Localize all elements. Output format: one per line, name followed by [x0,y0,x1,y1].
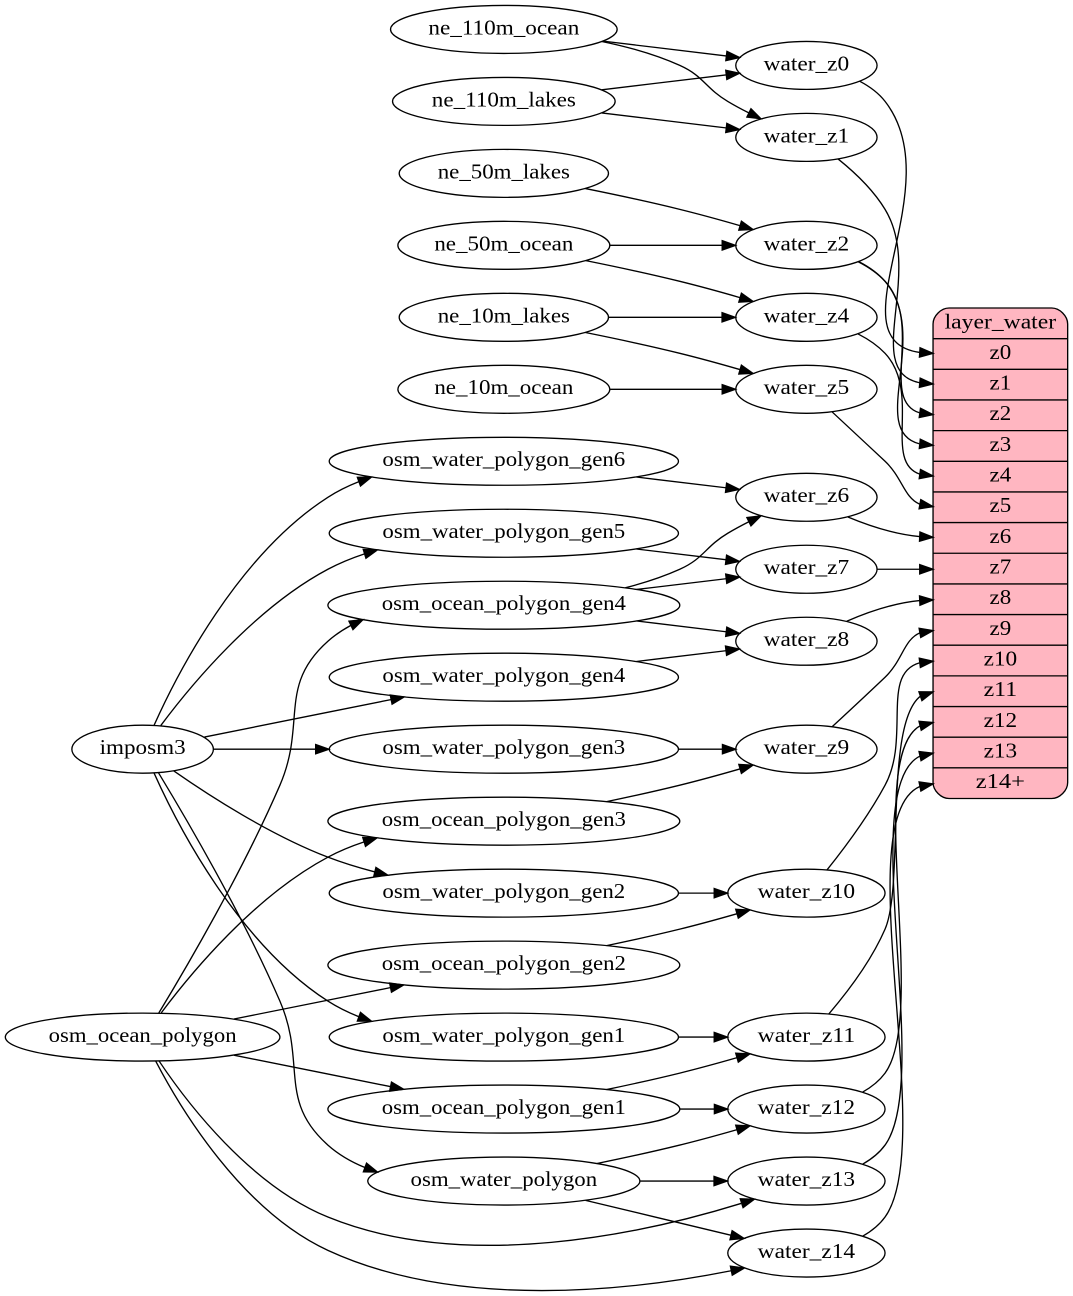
svg-text:ne_50m_ocean: ne_50m_ocean [434,231,574,255]
svg-text:osm_water_polygon_gen2: osm_water_polygon_gen2 [382,879,625,903]
svg-text:water_z10: water_z10 [758,879,855,903]
svg-text:water_z14: water_z14 [758,1239,856,1263]
svg-text:osm_ocean_polygon_gen2: osm_ocean_polygon_gen2 [382,951,626,975]
svg-text:water_z6: water_z6 [764,483,850,507]
svg-text:ne_110m_lakes: ne_110m_lakes [432,87,576,111]
svg-text:z1: z1 [990,371,1012,395]
svg-text:ne_10m_ocean: ne_10m_ocean [434,375,574,399]
svg-text:osm_water_polygon_gen5: osm_water_polygon_gen5 [382,519,625,543]
svg-text:ne_50m_lakes: ne_50m_lakes [438,159,570,183]
svg-text:z5: z5 [990,493,1012,517]
svg-text:osm_ocean_polygon_gen1: osm_ocean_polygon_gen1 [382,1095,626,1119]
svg-text:water_z2: water_z2 [764,231,850,255]
svg-text:water_z1: water_z1 [764,123,850,147]
svg-text:osm_ocean_polygon_gen3: osm_ocean_polygon_gen3 [382,807,626,831]
svg-text:z6: z6 [990,524,1012,548]
svg-text:osm_water_polygon_gen6: osm_water_polygon_gen6 [382,447,625,471]
svg-text:water_z11: water_z11 [758,1023,855,1047]
svg-text:osm_ocean_polygon: osm_ocean_polygon [49,1023,238,1047]
svg-text:osm_water_polygon_gen3: osm_water_polygon_gen3 [382,735,625,759]
svg-text:water_z12: water_z12 [758,1095,855,1119]
svg-text:z4: z4 [990,463,1012,487]
svg-text:z7: z7 [990,555,1012,579]
svg-text:z9: z9 [990,616,1012,640]
svg-text:imposm3: imposm3 [100,735,186,759]
svg-text:water_z8: water_z8 [764,627,850,651]
svg-text:osm_water_polygon: osm_water_polygon [411,1167,598,1191]
svg-text:z3: z3 [990,432,1012,456]
svg-text:water_z0: water_z0 [764,51,850,75]
svg-text:z10: z10 [984,646,1018,670]
svg-text:z13: z13 [984,738,1018,762]
svg-text:water_z4: water_z4 [764,303,850,327]
svg-text:osm_ocean_polygon_gen4: osm_ocean_polygon_gen4 [382,591,627,615]
svg-text:water_z13: water_z13 [758,1167,855,1191]
svg-text:z2: z2 [990,401,1012,425]
svg-text:layer_water: layer_water [945,309,1057,333]
svg-text:water_z5: water_z5 [764,375,850,399]
svg-text:osm_water_polygon_gen1: osm_water_polygon_gen1 [382,1023,625,1047]
svg-text:osm_water_polygon_gen4: osm_water_polygon_gen4 [382,663,625,687]
svg-text:z14+: z14+ [976,769,1025,793]
svg-text:ne_110m_ocean: ne_110m_ocean [428,15,580,39]
svg-text:z0: z0 [990,340,1012,364]
svg-text:z11: z11 [984,677,1018,701]
svg-text:z8: z8 [990,585,1012,609]
svg-text:water_z9: water_z9 [764,735,850,759]
svg-text:ne_10m_lakes: ne_10m_lakes [438,303,570,327]
svg-text:water_z7: water_z7 [764,555,850,579]
svg-text:z12: z12 [984,708,1018,732]
